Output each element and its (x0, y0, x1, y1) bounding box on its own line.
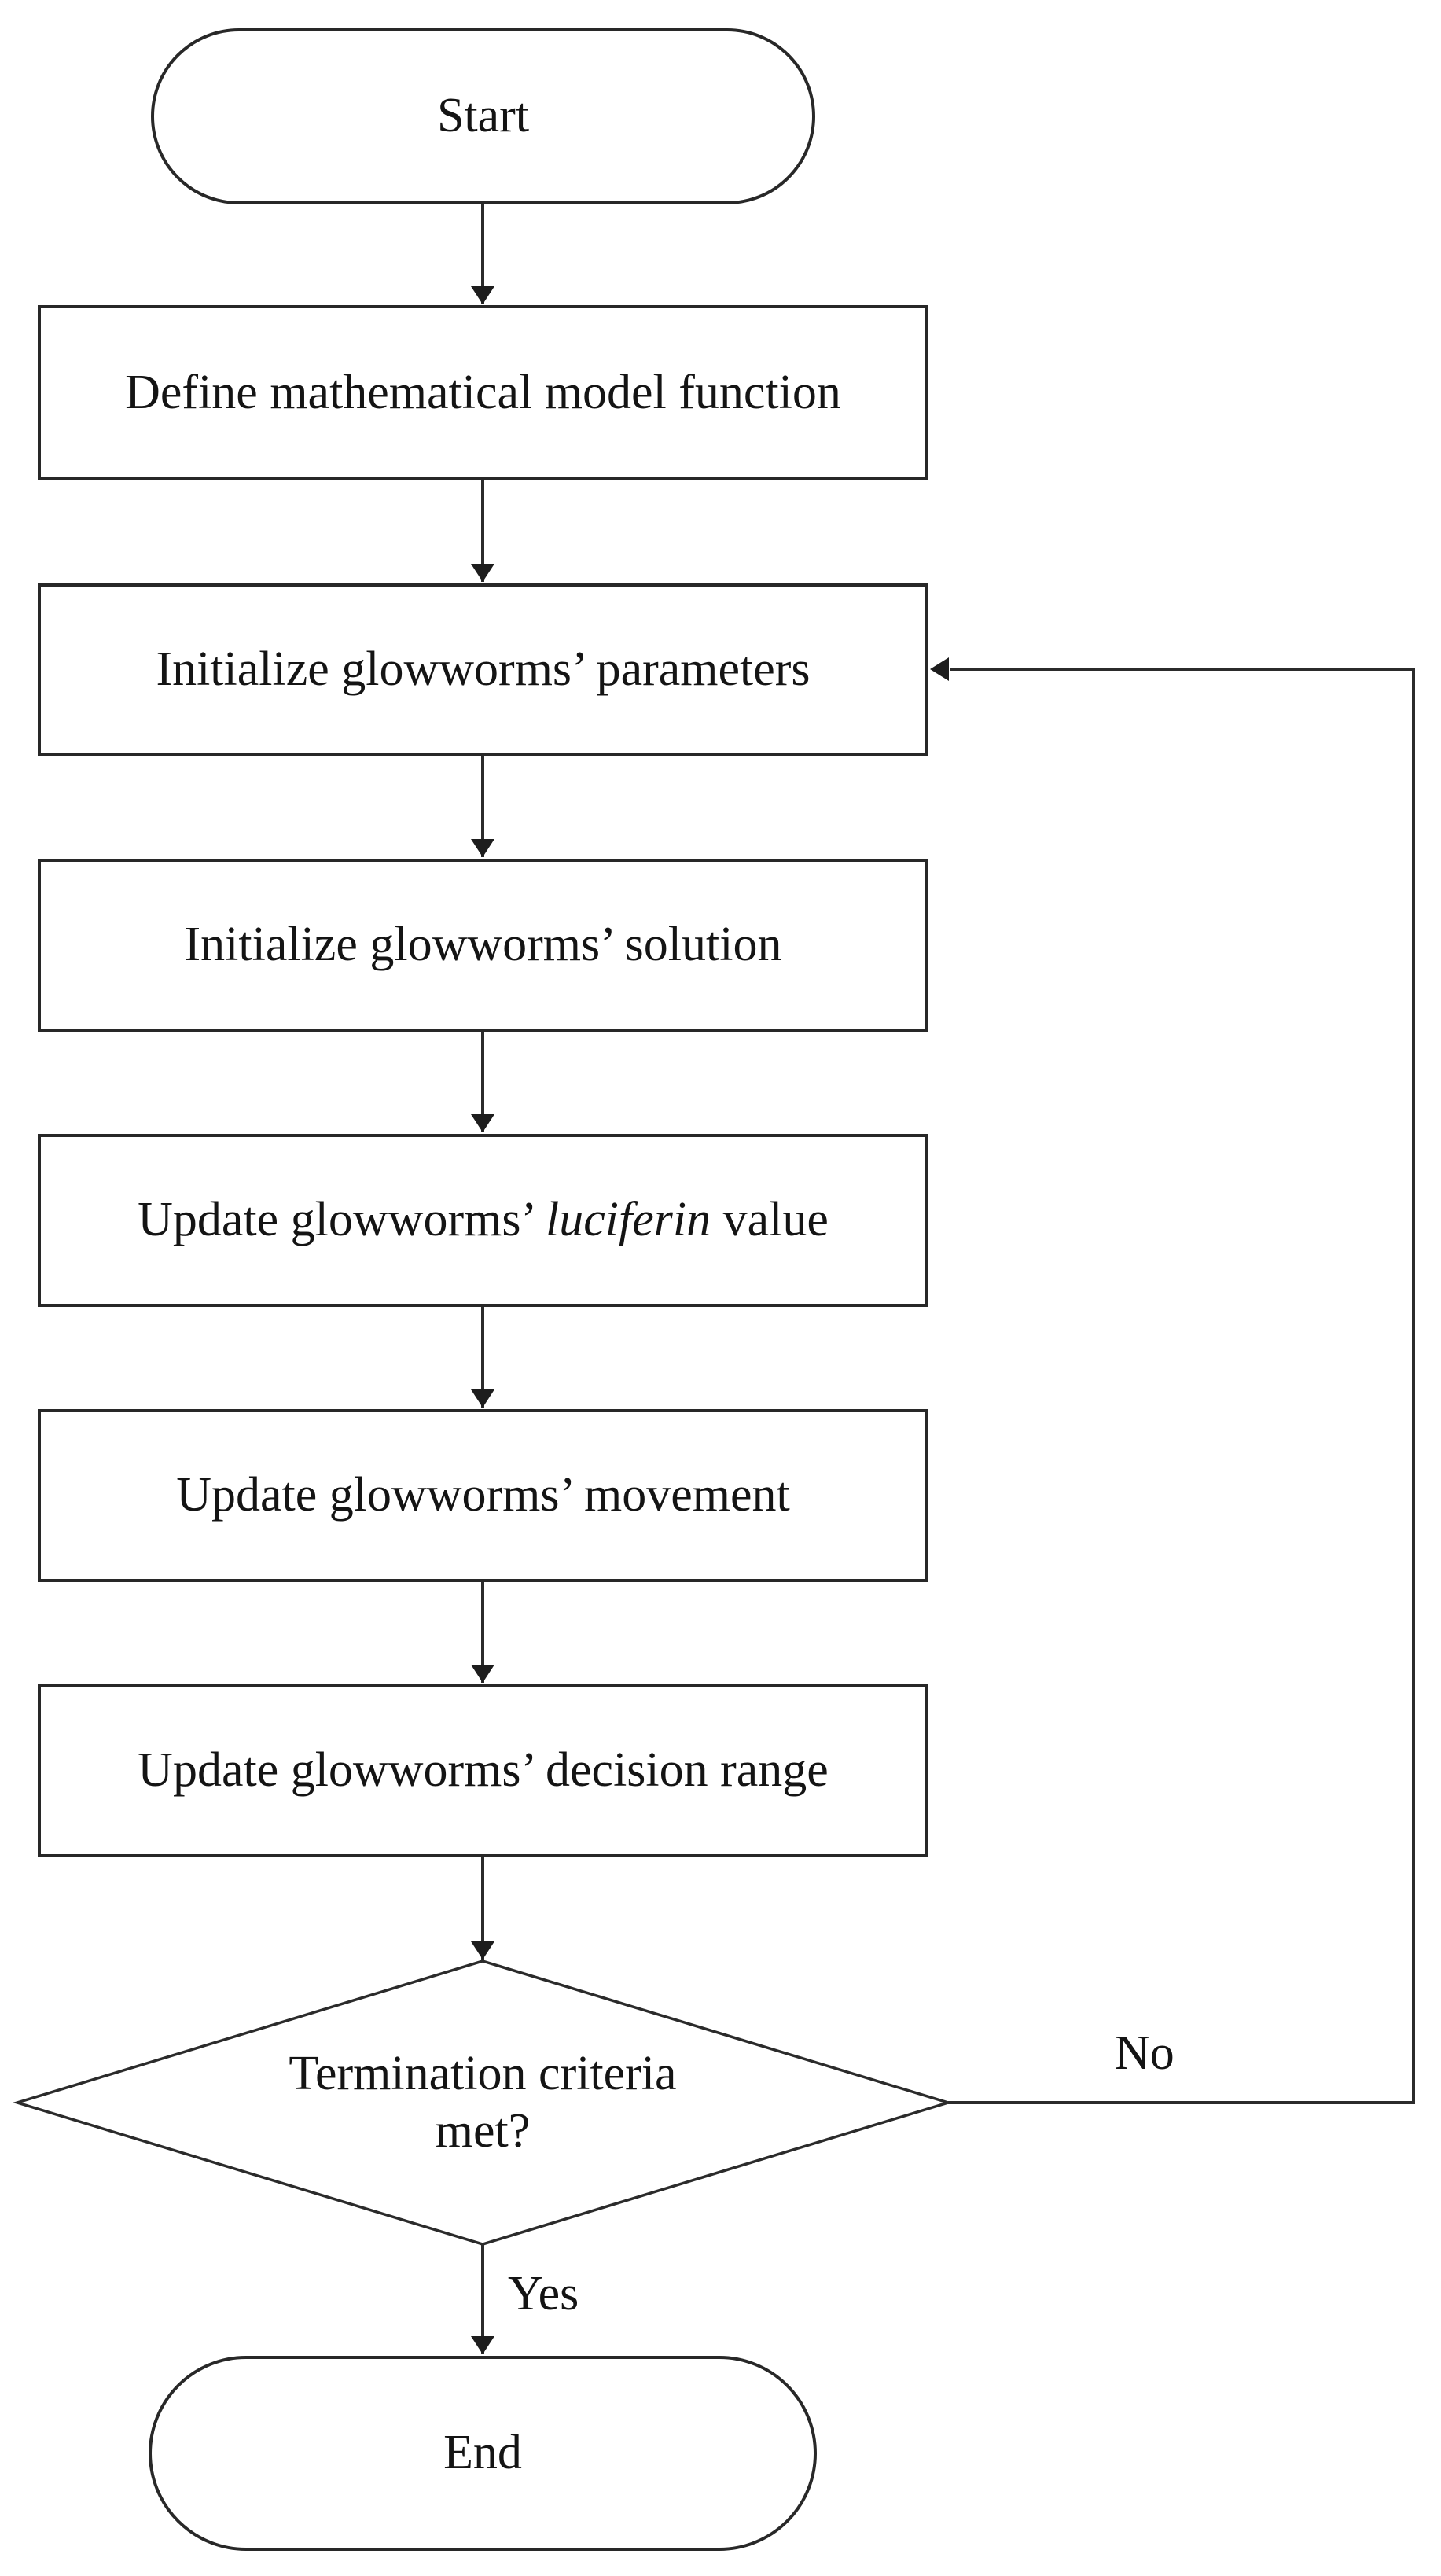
connector-no-loop (948, 668, 1415, 2104)
start-label: Start (436, 89, 530, 143)
edge-label-no: No (1115, 2026, 1174, 2080)
decision-termination-label: Termination criteria met? (17, 1961, 948, 2244)
process-define-model-label: Define mathematical model function (125, 365, 841, 419)
edge-label-yes: Yes (508, 2267, 579, 2320)
luciferin-label-italic: luciferin (546, 1193, 711, 1247)
end-label: End (443, 2426, 522, 2480)
luciferin-label-prefix: Update glowworms’ (138, 1193, 546, 1247)
process-define-model: Define mathematical model function (38, 305, 928, 480)
process-update-movement-label: Update glowworms’ movement (176, 1468, 790, 1522)
arrowhead-end (471, 2336, 494, 2354)
process-init-solution: Initialize glowworms’ solution (38, 859, 928, 1032)
decision-label-line1: Termination criteria (289, 2046, 677, 2100)
process-update-decision-range: Update glowworms’ decision range (38, 1684, 928, 1857)
arrowhead-decision (471, 1941, 494, 1960)
end-terminator: End (149, 2356, 817, 2551)
process-update-luciferin: Update glowworms’ luciferin value (38, 1134, 928, 1307)
arrowhead-luciferin (471, 1114, 494, 1132)
process-update-movement: Update glowworms’ movement (38, 1409, 928, 1582)
start-terminator: Start (151, 28, 815, 204)
process-init-parameters: Initialize glowworms’ parameters (38, 583, 928, 756)
process-update-luciferin-label: Update glowworms’ luciferin value (138, 1191, 829, 1249)
decision-label-line2: met? (435, 2104, 531, 2158)
process-init-parameters-label: Initialize glowworms’ parameters (156, 642, 811, 697)
arrowhead-range (471, 1665, 494, 1683)
arrowhead-movement (471, 1389, 494, 1408)
process-update-decision-range-label: Update glowworms’ decision range (138, 1743, 829, 1798)
arrowhead-init-solution (471, 839, 494, 857)
arrowhead-init-params (471, 564, 494, 582)
arrowhead-no-loop (930, 657, 949, 681)
arrowhead-define (471, 286, 494, 304)
process-init-solution-label: Initialize glowworms’ solution (184, 918, 782, 972)
luciferin-label-suffix: value (711, 1193, 829, 1247)
